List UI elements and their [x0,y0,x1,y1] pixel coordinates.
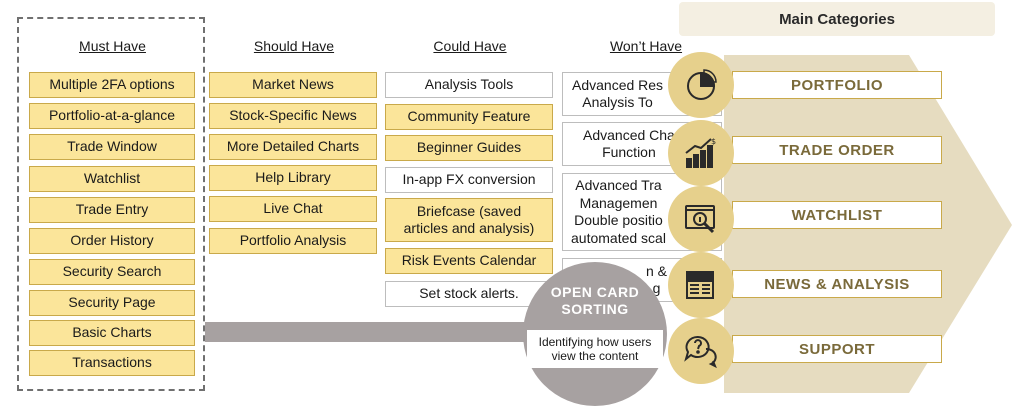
svg-text:$: $ [711,137,716,146]
card-must[interactable]: Multiple 2FA options [29,72,195,98]
card-should[interactable]: Stock-Specific News [209,103,377,129]
card-must[interactable]: Security Search [29,259,195,285]
chat-question-icon [668,318,734,384]
connector-bar [205,322,605,342]
card-must[interactable]: Transactions [29,350,195,376]
card-could[interactable]: Analysis Tools [385,72,553,98]
card-could[interactable]: Risk Events Calendar [385,248,553,274]
card-must[interactable]: Trade Window [29,134,195,160]
card-must[interactable]: Trade Entry [29,197,195,223]
main-categories-title: Main Categories [679,2,995,36]
category-trade-order[interactable]: TRADE ORDER [732,136,942,164]
card-could[interactable]: Beginner Guides [385,135,553,161]
card-must[interactable]: Order History [29,228,195,254]
open-card-sorting-title: OPEN CARD SORTING [550,284,640,317]
card-must[interactable]: Basic Charts [29,320,195,346]
card-should[interactable]: Help Library [209,165,377,191]
magnifier-screen-icon [668,186,734,252]
card-could[interactable]: Community Feature [385,104,553,130]
card-must[interactable]: Security Page [29,290,195,316]
card-should[interactable]: Market News [209,72,377,98]
column-title-could: Could Have [433,38,507,54]
card-could[interactable]: In-app FX conversion [385,167,553,193]
open-card-sorting-subtitle: Identifying how users view the content [527,330,663,368]
category-portfolio[interactable]: PORTFOLIO [732,71,942,99]
column-title-must: Must Have [79,38,146,54]
category-news-analysis[interactable]: NEWS & ANALYSIS [732,270,942,298]
card-must[interactable]: Portfolio-at-a-glance [29,103,195,129]
card-could[interactable]: Briefcase (saved articles and analysis) [385,198,553,242]
card-could[interactable]: Set stock alerts. [385,281,553,307]
growth-chart-icon: $ [668,120,734,186]
category-support[interactable]: SUPPORT [732,335,942,363]
must-have-group [17,17,205,391]
pie-chart-icon [668,52,734,118]
category-watchlist[interactable]: WATCHLIST [732,201,942,229]
newspaper-icon [668,252,734,318]
card-must[interactable]: Watchlist [29,166,195,192]
column-title-wont: Won’t Have [609,38,683,54]
column-title-should: Should Have [253,38,335,54]
card-should[interactable]: Portfolio Analysis [209,228,377,254]
card-should[interactable]: More Detailed Charts [209,134,377,160]
card-should[interactable]: Live Chat [209,196,377,222]
